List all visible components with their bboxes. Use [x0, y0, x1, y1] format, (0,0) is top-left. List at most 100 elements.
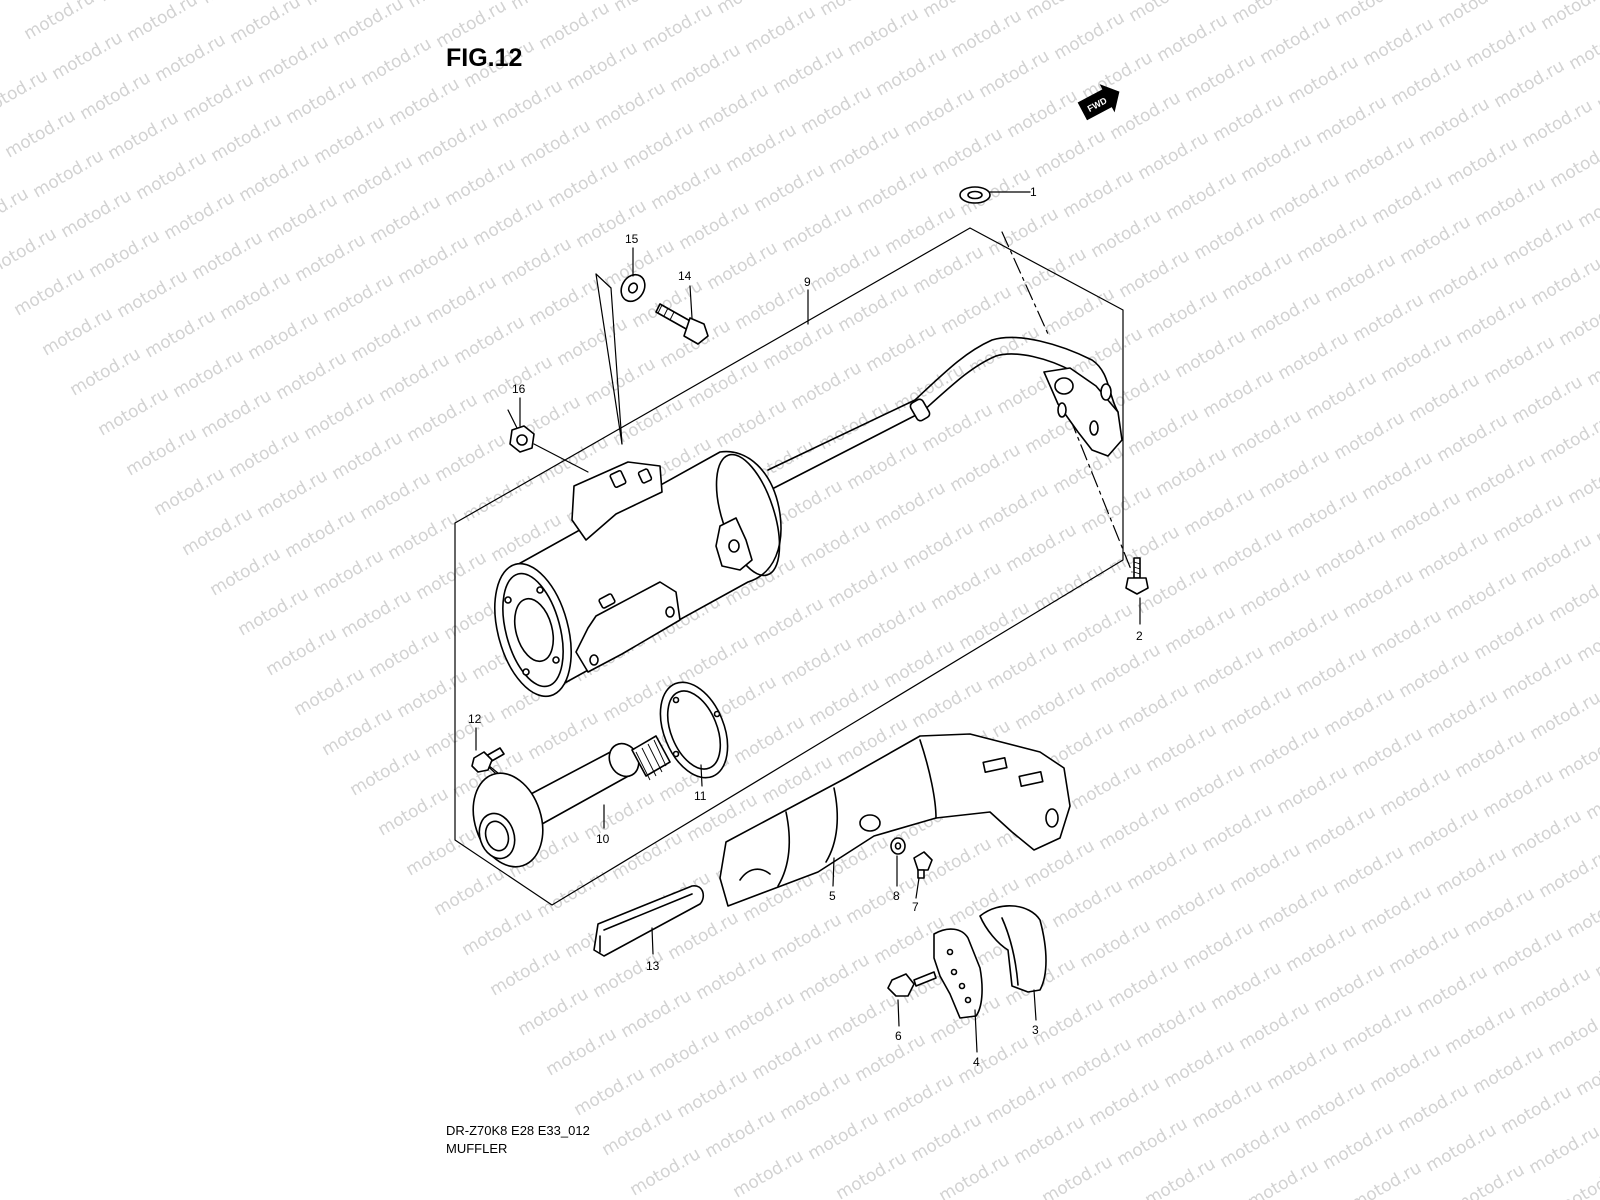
watermark-text: motod.ru — [807, 240, 885, 296]
watermark-text: motod.ru — [646, 1026, 724, 1082]
watermark-text: motod.ru — [1144, 286, 1222, 342]
watermark-text: motod.ru — [347, 744, 425, 800]
watermark-text: motod.ru — [1369, 172, 1447, 228]
watermark-text: motod.ru — [853, 596, 931, 652]
model-code: DR-Z70K8 E28 E33_012 — [446, 1123, 590, 1138]
watermark-text: motod.ru — [358, 34, 436, 90]
watermark-text: motod.ru — [609, 828, 687, 884]
watermark-text: motod.ru — [1237, 564, 1315, 620]
watermark-text: motod.ru — [845, 4, 923, 60]
watermark-text: motod.ru — [1443, 568, 1521, 624]
watermark-text: motod.ru — [282, 506, 360, 562]
watermark-text: motod.ru — [702, 1106, 780, 1162]
watermark-text: motod.ru — [1200, 366, 1278, 422]
watermark-text: motod.ru — [311, 112, 389, 168]
watermark-text: motod.ru — [0, 224, 60, 280]
callout-13: 13 — [646, 959, 660, 973]
watermark-text: motod.ru — [582, 354, 660, 410]
watermark-text: motod.ru — [1265, 604, 1343, 660]
watermark-text: motod.ru — [1471, 608, 1549, 664]
watermark-text: motod.ru — [1088, 206, 1166, 262]
watermark-text: motod.ru — [1594, 58, 1600, 114]
watermark-text: motod.ru — [105, 108, 183, 164]
watermark-text: motod.ru — [723, 120, 801, 176]
watermark-text: motod.ru — [1133, 996, 1211, 1052]
watermark-text: motod.ru — [1023, 0, 1101, 24]
watermark-text: motod.ru — [1397, 212, 1475, 268]
callout-1: 1 — [1030, 185, 1037, 199]
watermark-text: motod.ru — [1367, 1040, 1445, 1096]
watermark-text: motod.ru — [648, 158, 726, 214]
watermark-text: motod.ru — [908, 1110, 986, 1166]
watermark-text: motod.ru — [1415, 528, 1493, 584]
watermark-text: motod.ru — [1386, 922, 1464, 978]
forward-arrow-icon: FWD — [1077, 84, 1120, 121]
watermark-text: motod.ru — [1442, 1002, 1520, 1058]
watermark-text: motod.ru — [742, 2, 820, 58]
watermark-text: motod.ru — [1414, 962, 1492, 1018]
watermark-text: motod.ru — [1199, 800, 1277, 856]
watermark-text: motod.ru — [543, 1024, 621, 1080]
watermark-text: motod.ru — [330, 0, 408, 50]
watermark-text: motod.ru — [1114, 1114, 1192, 1170]
callout-8: 8 — [893, 889, 900, 903]
watermark-text: motod.ru — [984, 638, 1062, 694]
watermark-text: motod.ru — [852, 1030, 930, 1086]
watermark-text: motod.ru — [30, 146, 108, 202]
watermark-text: motod.ru — [1575, 176, 1600, 232]
watermark-text: motod.ru — [1228, 406, 1306, 462]
watermark-text: motod.ru — [1172, 326, 1250, 382]
watermark-text: motod.ru — [554, 314, 632, 370]
watermark-text: motod.ru — [525, 708, 603, 764]
watermark-text: motod.ru — [67, 344, 145, 400]
watermark-text: motod.ru — [873, 44, 951, 100]
watermark-text: motod.ru — [928, 558, 1006, 614]
watermark-text: motod.ru — [1406, 370, 1484, 426]
watermark-text: motod.ru — [1584, 334, 1600, 390]
watermark-text: motod.ru — [1245, 1156, 1323, 1200]
watermark-text: motod.ru — [1527, 688, 1600, 744]
watermark-text: motod.ru — [1059, 600, 1137, 656]
callout-3: 3 — [1032, 1023, 1039, 1037]
watermark-text: motod.ru — [1444, 134, 1522, 190]
watermark-text: motod.ru — [900, 518, 978, 574]
watermark-text: motod.ru — [732, 278, 810, 334]
watermark-text: motod.ru — [1031, 560, 1109, 616]
watermark-text: motod.ru — [264, 190, 342, 246]
watermark-text: motod.ru — [1340, 566, 1418, 622]
watermark-text: motod.ru — [1490, 490, 1568, 546]
watermark-text: motod.ru — [564, 38, 642, 94]
watermark-text: motod.ru — [292, 230, 370, 286]
watermark-text: motod.ru — [517, 116, 595, 172]
watermark-text: motod.ru — [1583, 768, 1600, 824]
watermark-text: motod.ru — [1312, 526, 1390, 582]
watermark-text: motod.ru — [1519, 96, 1597, 152]
callout-5: 5 — [829, 889, 836, 903]
guard-plate — [593, 885, 705, 957]
watermark-text: motod.ru — [714, 0, 792, 18]
watermark-text: motod.ru — [405, 0, 483, 12]
watermark-text: motod.ru — [291, 664, 369, 720]
watermark-text: motod.ru — [1217, 1116, 1295, 1172]
leader-lines — [477, 231, 1133, 787]
watermark-text: motod.ru — [1105, 956, 1183, 1012]
watermark-text: motod.ru — [432, 430, 510, 486]
watermark-text: motod.ru — [151, 464, 229, 520]
watermark-text: motod.ru — [385, 508, 463, 564]
watermark-text: motod.ru — [730, 1146, 808, 1200]
watermark-text: motod.ru — [1049, 876, 1127, 932]
watermark-text: motod.ru — [1489, 924, 1567, 980]
watermark-text: motod.ru — [236, 150, 314, 206]
watermark-text: motod.ru — [95, 384, 173, 440]
watermark-text: motod.ru — [1462, 450, 1540, 506]
watermark-text: motod.ru — [1229, 0, 1307, 28]
watermark-text: motod.ru — [1284, 486, 1362, 542]
watermark-text: motod.ru — [2, 106, 80, 162]
watermark-text: motod.ru — [1274, 762, 1352, 818]
watermark-text: motod.ru — [534, 866, 612, 922]
watermark-text: motod.ru — [1517, 964, 1595, 1020]
watermark-text: motod.ru — [302, 0, 380, 10]
watermark-text: motod.ru — [263, 624, 341, 680]
watermark-text: motod.ru — [1322, 250, 1400, 306]
watermark-text: motod.ru — [909, 676, 987, 732]
